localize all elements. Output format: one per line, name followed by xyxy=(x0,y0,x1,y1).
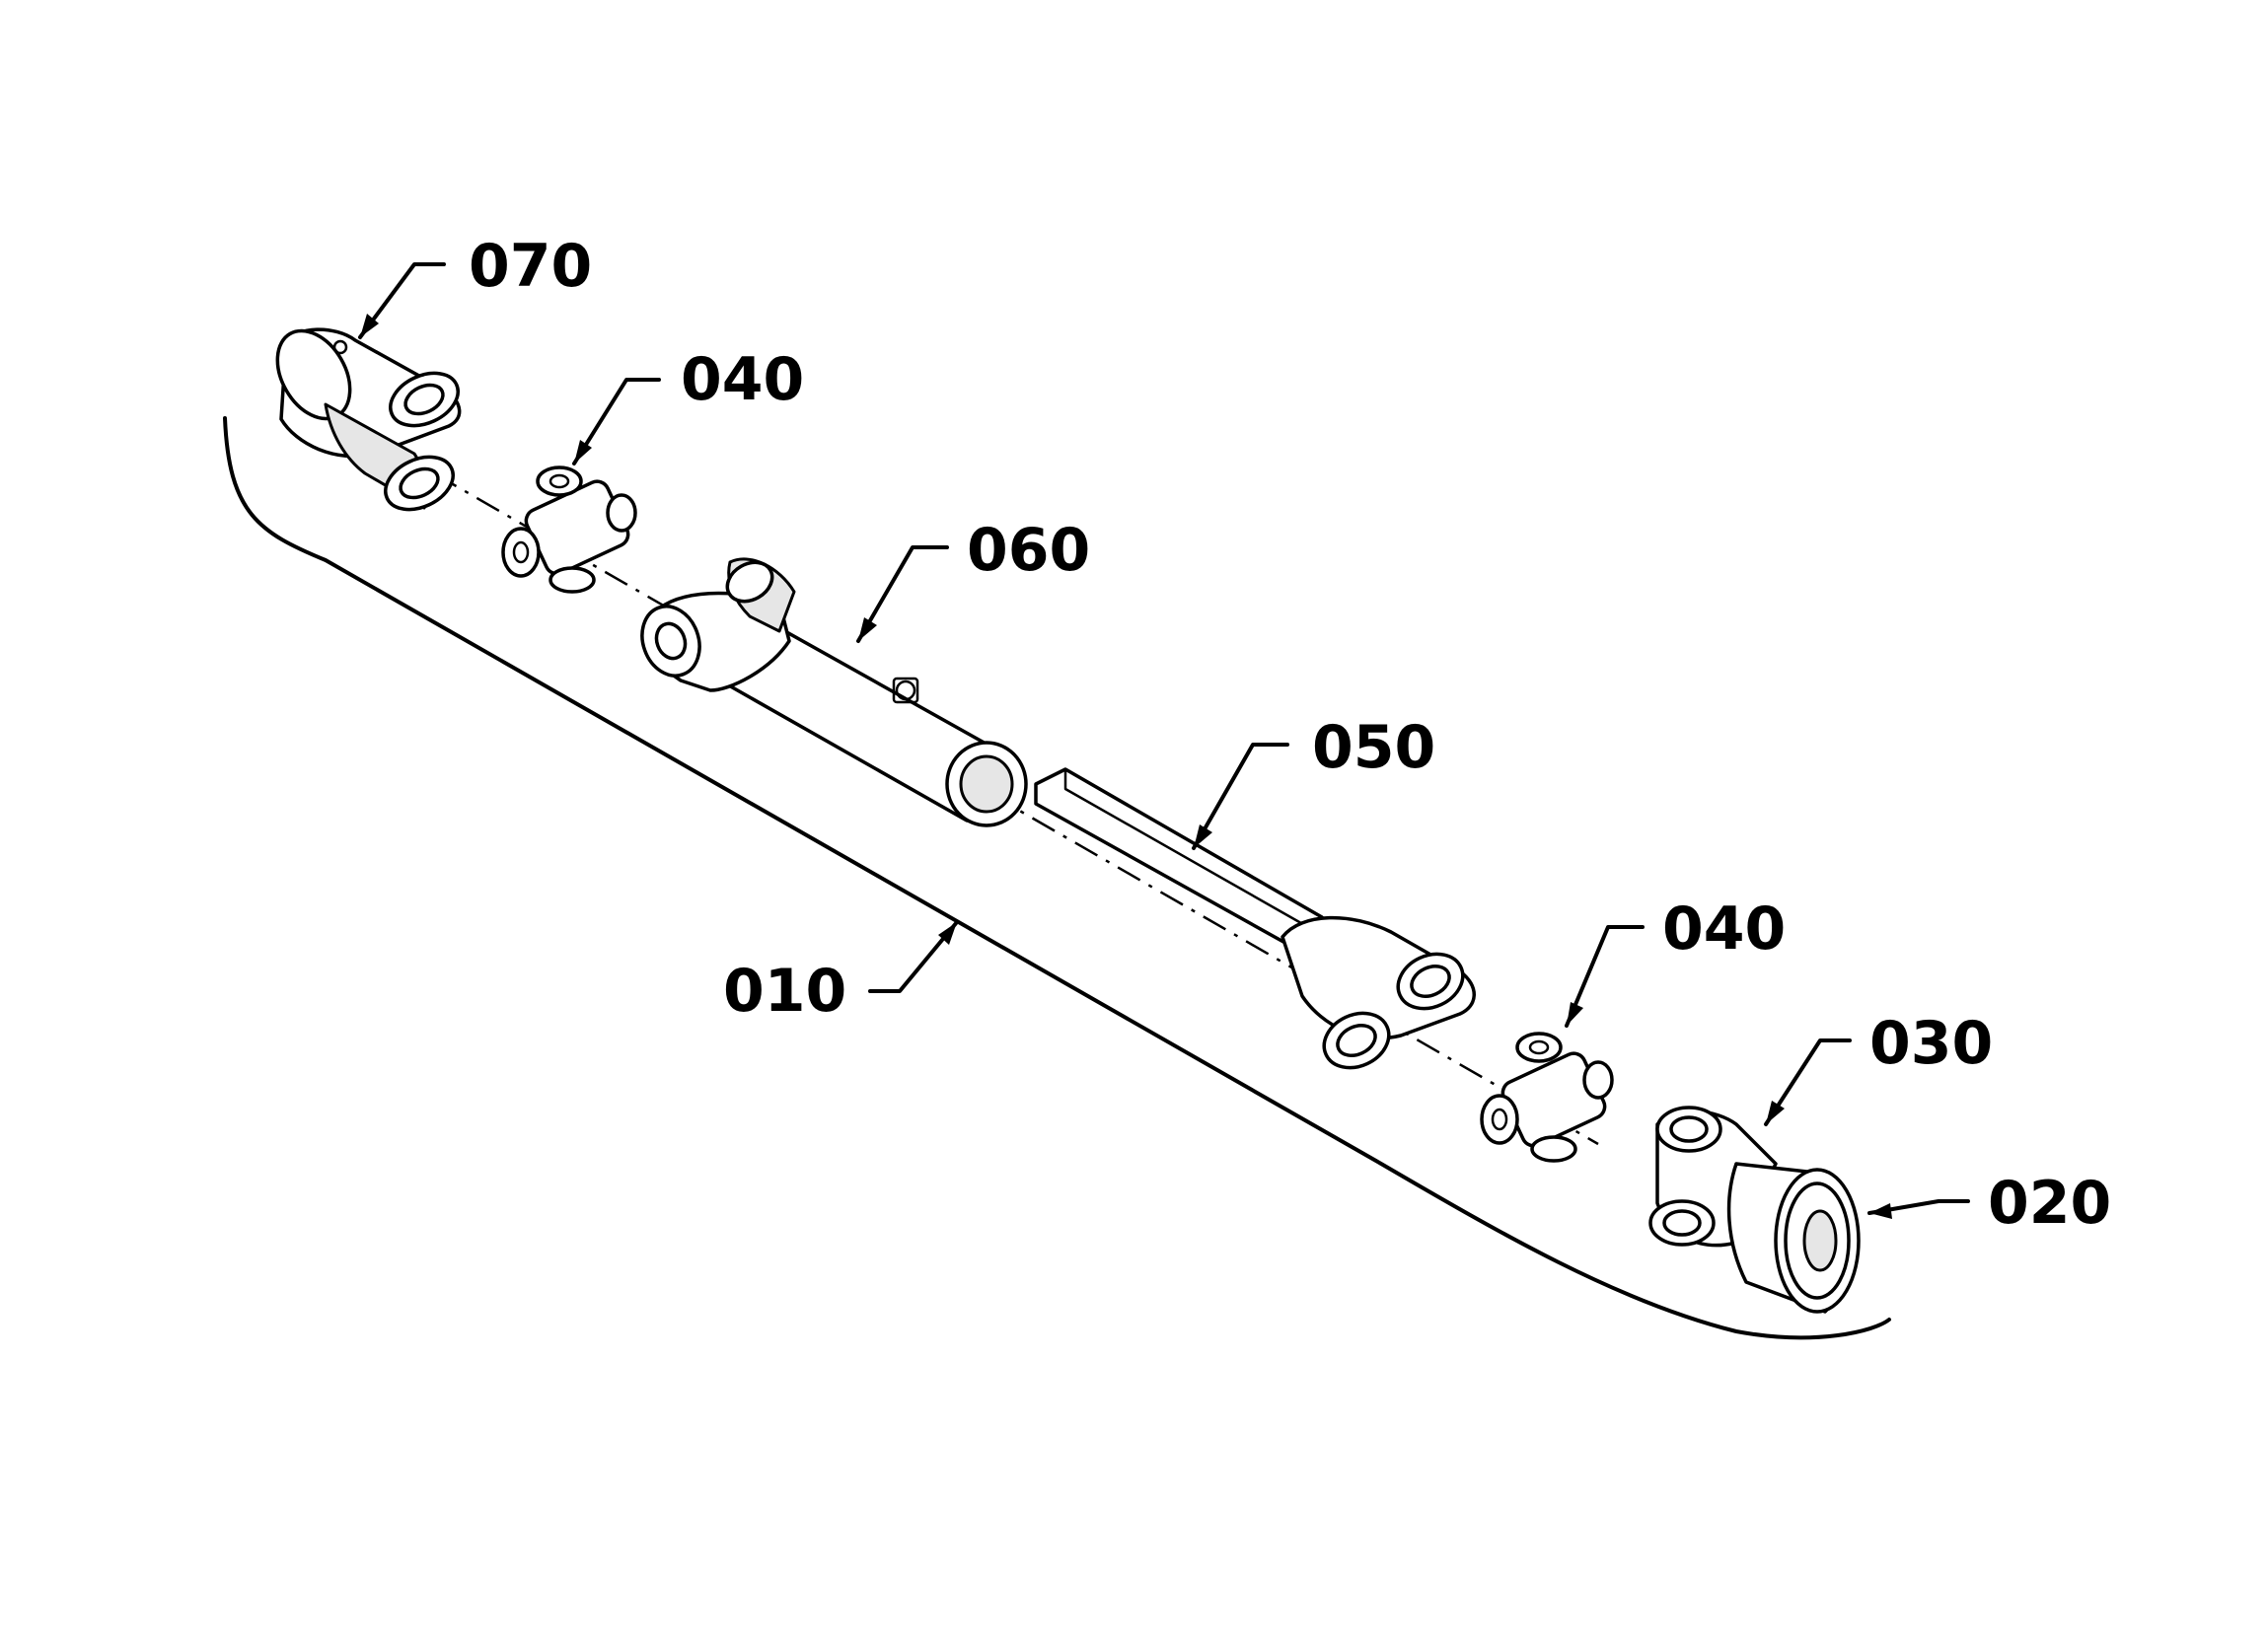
part-020-splined-hub xyxy=(1726,1162,1861,1314)
callout-050: 050 xyxy=(1312,713,1435,782)
assembly-bracket-line xyxy=(223,416,1891,1340)
part-070-yoke xyxy=(275,327,462,512)
part-040-cross-lower xyxy=(1480,1032,1614,1163)
leader-lines xyxy=(358,262,1970,1219)
callout-070: 070 xyxy=(469,232,592,301)
callout-020: 020 xyxy=(1988,1169,2111,1238)
callout-040-lower: 040 xyxy=(1662,895,1786,964)
callout-010: 010 xyxy=(723,957,846,1026)
part-040-cross-upper xyxy=(501,465,637,594)
part-050-inner-shaft xyxy=(1034,767,1476,1070)
part-060-tube-yoke xyxy=(640,557,1028,827)
callout-040-upper: 040 xyxy=(681,345,804,414)
callout-060: 060 xyxy=(967,516,1090,585)
callout-030: 030 xyxy=(1869,1009,1993,1078)
